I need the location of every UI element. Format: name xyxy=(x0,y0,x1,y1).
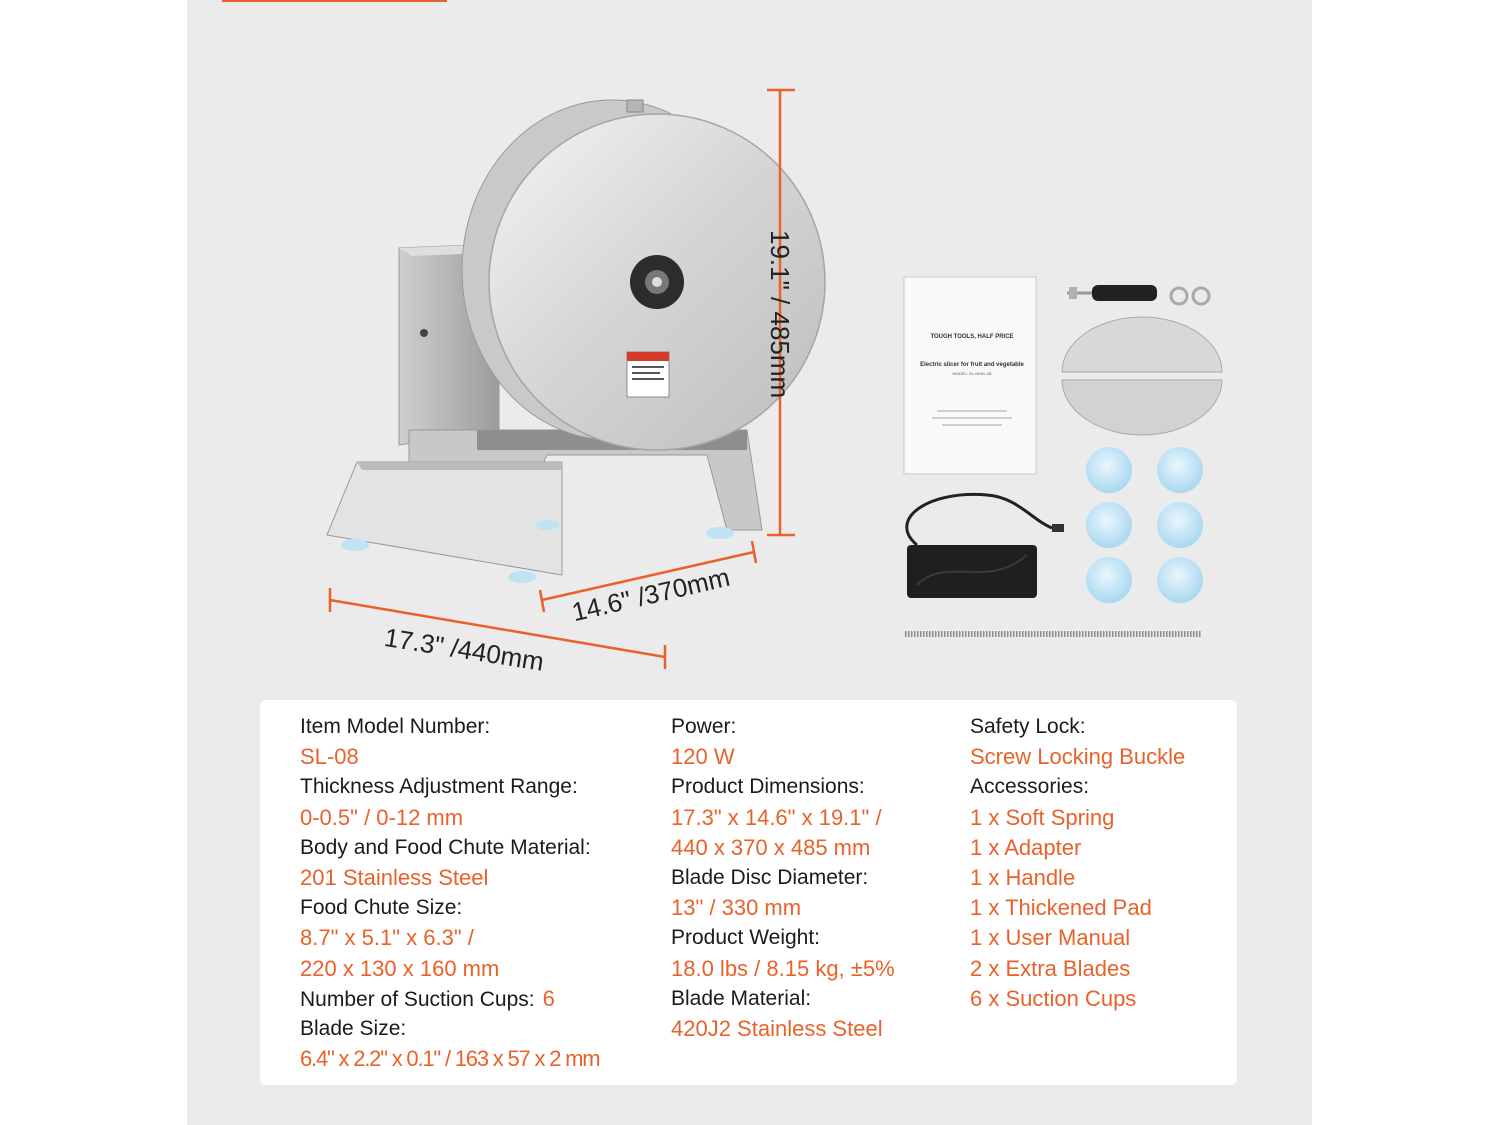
suction-cups-label: Number of Suction Cups: xyxy=(300,987,535,1011)
blade-disc-diameter-value: 13" / 330 mm xyxy=(671,895,802,921)
specifications-card: Item Model Number: SL-08 Thickness Adjus… xyxy=(260,700,1237,1085)
model-label: Item Model Number: xyxy=(300,715,491,738)
product-weight-label: Product Weight: xyxy=(671,926,821,950)
blade-disc-diameter-label: Blade Disc Diameter: xyxy=(671,865,869,889)
suction-cups-row: Number of Suction Cups: 6 xyxy=(300,984,599,1014)
product-illustration xyxy=(326,88,1223,669)
product-panel: TOUGH TOOLS, HALF PRICE Electric slicer … xyxy=(187,0,1312,1125)
spec-column-2: Power: 120 W Product Dimensions: 17.3" x… xyxy=(671,712,895,1044)
dimension-lines xyxy=(328,88,795,669)
model-value: SL-08 xyxy=(300,744,359,770)
safety-lock-label: Safety Lock: xyxy=(970,715,1086,738)
accessory-item: 1 x User Manual xyxy=(970,925,1131,951)
suction-cups-image xyxy=(1086,447,1203,603)
product-dimensions-label: Product Dimensions: xyxy=(671,775,865,799)
accessory-item: 2 x Extra Blades xyxy=(970,955,1131,981)
product-weight-value: 18.0 lbs / 8.15 kg, ±5% xyxy=(671,955,895,981)
accessory-item: 1 x Adapter xyxy=(970,834,1082,860)
power-label: Power: xyxy=(671,715,737,738)
spec-column-3: Safety Lock: Screw Locking Buckle Access… xyxy=(970,712,1185,1014)
product-dimensions-value-line2: 440 x 370 x 485 mm xyxy=(671,834,871,860)
height-dimension-label: 19.1" / 485mm xyxy=(765,230,795,399)
thickness-label: Thickness Adjustment Range: xyxy=(300,775,578,799)
top-accent-bar xyxy=(222,0,447,2)
material-value: 201 Stainless Steel xyxy=(300,864,489,890)
power-value: 120 W xyxy=(671,744,735,770)
blade-size-label: Blade Size: xyxy=(300,1016,407,1040)
slicer-machine xyxy=(326,99,826,583)
manual-brand: TOUGH TOOLS, HALF PRICE xyxy=(930,334,1014,340)
chute-size-value-line2: 220 x 130 x 160 mm xyxy=(300,955,500,981)
extra-blades-image xyxy=(1061,316,1223,436)
accessory-item: 1 x Soft Spring xyxy=(970,804,1115,830)
product-dimensions-value-line1: 17.3" x 14.6" x 19.1" / xyxy=(671,804,882,830)
handle-icon xyxy=(1067,285,1211,306)
chute-size-label: Food Chute Size: xyxy=(300,896,463,920)
accessory-item: 1 x Handle xyxy=(970,864,1076,890)
thickness-value: 0-0.5" / 0-12 mm xyxy=(300,804,464,830)
safety-lock-value: Screw Locking Buckle xyxy=(970,744,1186,770)
accessories-label: Accessories: xyxy=(970,775,1090,799)
manual-title: Electric slicer for fruit and vegetable xyxy=(920,362,1024,368)
accessories-illustration xyxy=(903,276,1223,637)
blade-size-value: 6.4" x 2.2" x 0.1" / 163 x 57 x 2 mm xyxy=(300,1046,601,1072)
user-manual-image xyxy=(903,276,1037,475)
manual-model: MODEL: SL-06/SL-08 xyxy=(952,371,992,376)
chute-size-value-line1: 8.7" x 5.1" x 6.3" / xyxy=(300,925,474,951)
spec-column-1: Item Model Number: SL-08 Thickness Adjus… xyxy=(300,712,601,1074)
suction-cups-value: 6 xyxy=(542,985,555,1011)
accessory-item: 1 x Thickened Pad xyxy=(970,895,1152,921)
blade-material-label: Blade Material: xyxy=(671,986,812,1010)
adapter-image xyxy=(905,492,1064,598)
blade-material-value: 420J2 Stainless Steel xyxy=(671,1015,883,1041)
material-label: Body and Food Chute Material: xyxy=(300,835,591,859)
accessory-item: 6 x Suction Cups xyxy=(970,985,1137,1011)
